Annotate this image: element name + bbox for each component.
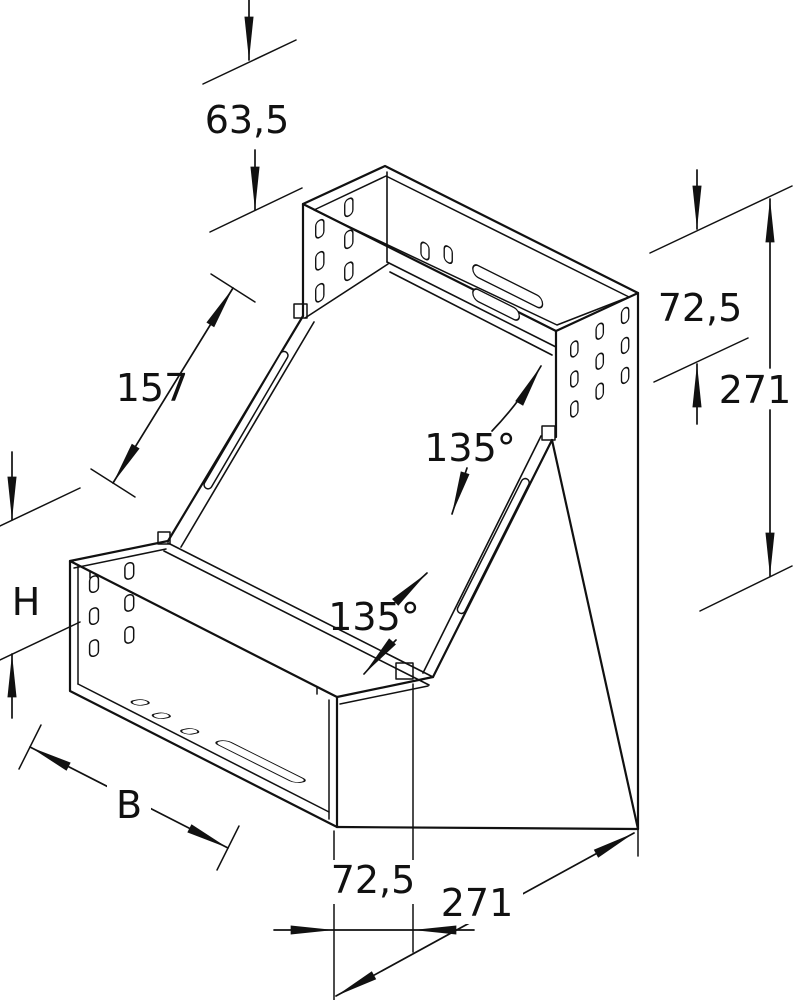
dim-right-rail-height-label: 72,5 xyxy=(658,286,743,330)
lower-end-face xyxy=(68,559,339,829)
perforations xyxy=(88,197,630,783)
dim-incline-length-label: 157 xyxy=(116,366,189,410)
dim-width-label: B xyxy=(116,783,142,827)
dim-overall-depth-label: 271 xyxy=(441,881,514,925)
label-backgrounds xyxy=(107,780,523,924)
upper-web-slots xyxy=(420,241,544,321)
lower-bottom-slots xyxy=(130,699,306,783)
upper-end-face-inner xyxy=(313,175,630,326)
dim-bottom-offset-label: 72,5 xyxy=(331,858,416,902)
gusset-diagonal xyxy=(550,438,640,831)
dim-side-height-label: H xyxy=(12,580,41,624)
upper-left-wall-slots xyxy=(315,197,354,303)
part-outline xyxy=(68,164,640,831)
dimension-labels: 63,5 157 135° 135° 72,5 271 H B 72,5 271 xyxy=(12,98,792,925)
right-rail-slot xyxy=(456,477,530,615)
dim-upper-angle-label: 135° xyxy=(424,426,516,470)
lower-left-wall-slots xyxy=(88,561,135,658)
dim-lower-angle-label: 135° xyxy=(328,595,420,639)
upper-right-wall-slots xyxy=(570,306,630,418)
left-rail-slot xyxy=(203,350,289,490)
dim-overall-height-label: 271 xyxy=(719,368,792,412)
dim-top-rail-height-label: 63,5 xyxy=(205,98,290,142)
